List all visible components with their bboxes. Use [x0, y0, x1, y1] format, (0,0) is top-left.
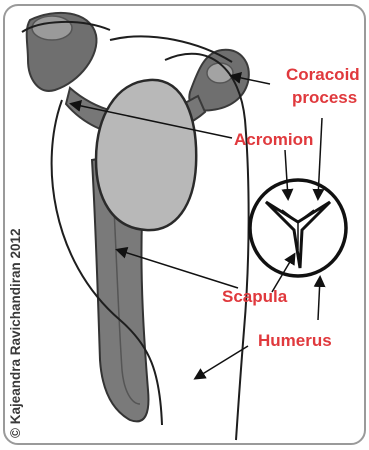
glenoid-oval — [96, 80, 196, 230]
label-coracoid-line2: process — [292, 88, 357, 107]
label-humerus: Humerus — [258, 331, 332, 350]
label-acromion: Acromion — [234, 130, 313, 149]
label-scapula: Scapula — [222, 287, 288, 306]
label-coracoid-line1: Coracoid — [286, 65, 360, 84]
acromion-facet — [32, 16, 72, 40]
copyright-text: © Kajeandra Ravichandiran 2012 — [8, 228, 23, 438]
